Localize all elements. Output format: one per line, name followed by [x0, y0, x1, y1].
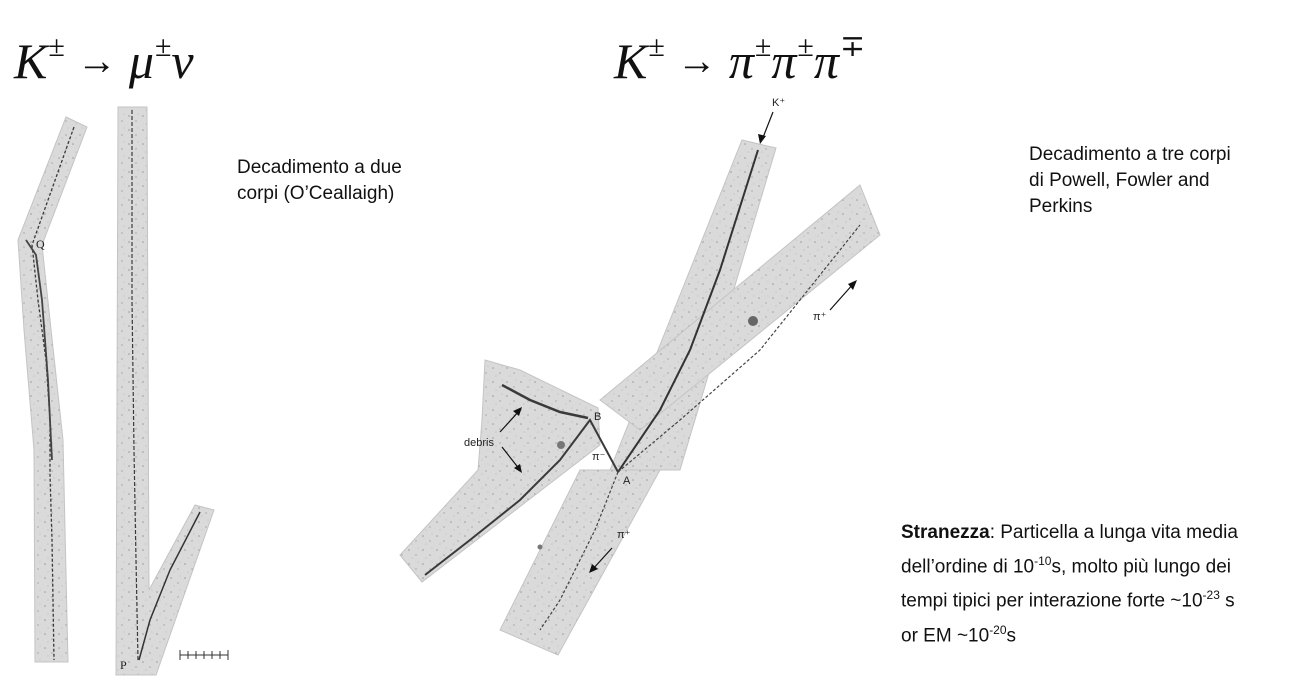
- formula-symbol: π: [813, 33, 839, 89]
- caption-two-body-decay: Decadimento a due corpi (O’Ceallaigh): [237, 155, 467, 207]
- text: s, molto più lungo dei: [1051, 556, 1231, 578]
- scale-bar: [179, 650, 229, 660]
- label-point-q: Q: [36, 237, 45, 251]
- right-emulsion-plate: K⁺ π⁺ π⁺ π⁻ B A debris: [399, 97, 881, 656]
- label-point-b: B: [594, 411, 601, 423]
- text: : Particella a lunga vita media: [989, 522, 1238, 543]
- left-emulsion-strip-straight: P: [115, 106, 215, 676]
- formula-kaon-muon-neutrino: K±→μ±ν: [14, 32, 194, 89]
- left-emulsion-strip-bent: Q: [17, 116, 88, 663]
- text: dell’ordine di 10: [901, 556, 1035, 578]
- caption-line: Perkins: [1029, 196, 1093, 217]
- strangeness-line-4: or EM ~10-20s: [901, 616, 1301, 650]
- strangeness-term: Stranezza: [901, 522, 990, 543]
- formula-superscript: ±: [797, 30, 814, 63]
- strangeness-note: Stranezza: Particella a lunga vita media…: [901, 518, 1301, 650]
- label-pi-minus: π⁻: [592, 451, 606, 463]
- label-pi-plus-lower: π⁺: [617, 529, 631, 541]
- formula-superscript: ∓: [839, 30, 866, 63]
- formula-kaon-three-pions: K±→π±π±π∓: [614, 32, 865, 89]
- formula-symbol: K: [614, 33, 648, 89]
- formula-symbol: ν: [171, 33, 194, 89]
- strangeness-line-3: tempi tipici per interazione forte ~10-2…: [901, 581, 1301, 615]
- label-pi-plus-upper: π⁺: [813, 311, 827, 323]
- text: -20: [989, 622, 1007, 637]
- label-point-p: P: [120, 658, 127, 672]
- formula-symbol: π: [771, 33, 797, 89]
- text: -23: [1202, 588, 1220, 603]
- formula-superscript: ±: [648, 30, 665, 63]
- formula-arrow: →: [676, 38, 717, 83]
- label-k-plus: K⁺: [772, 97, 785, 109]
- caption-line: corpi (O’Ceallaigh): [237, 183, 395, 204]
- text: or EM ~10: [901, 624, 990, 646]
- formula-superscript: ±: [754, 30, 772, 63]
- text: -10: [1034, 554, 1052, 568]
- label-point-a: A: [623, 475, 631, 487]
- label-debris: debris: [464, 437, 494, 449]
- formula-superscript: ±: [154, 30, 172, 63]
- formula-arrow: →: [76, 38, 117, 83]
- caption-line: di Powell, Fowler and: [1029, 170, 1210, 191]
- text: s: [1006, 624, 1017, 646]
- text: tempi tipici per interazione forte ~10: [901, 590, 1203, 612]
- formula-symbol: π: [728, 33, 754, 89]
- caption-line: Decadimento a due: [237, 157, 402, 178]
- text: s: [1219, 590, 1235, 612]
- formula-superscript: ±: [48, 30, 65, 63]
- formula-symbol: K: [14, 33, 48, 89]
- strangeness-line-1: Stranezza: Particella a lunga vita media: [901, 518, 1301, 547]
- strangeness-line-2: dell’ordine di 10-10s, molto più lungo d…: [901, 547, 1301, 581]
- formula-symbol: μ: [128, 33, 154, 89]
- caption-line: Decadimento a tre corpi: [1029, 144, 1231, 165]
- caption-three-body-decay: Decadimento a tre corpi di Powell, Fowle…: [1029, 142, 1289, 220]
